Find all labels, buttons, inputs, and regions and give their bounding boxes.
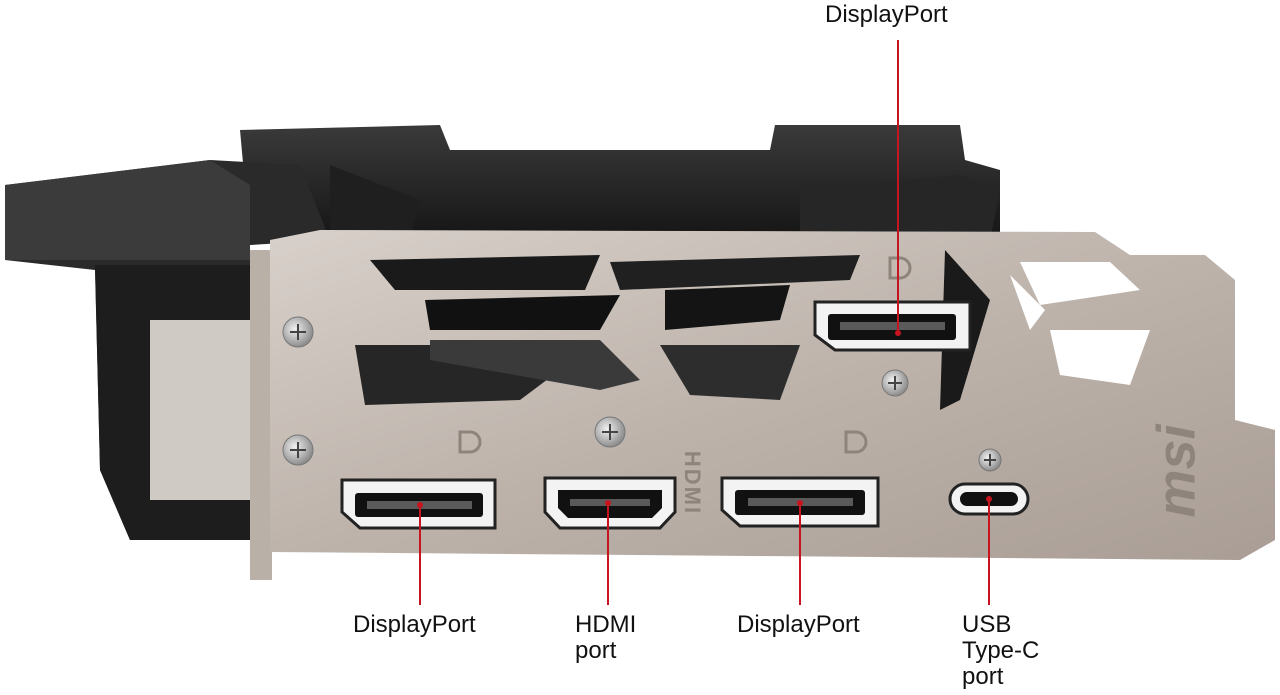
leader-mid-displayport xyxy=(799,503,801,605)
screw-icon xyxy=(282,434,314,466)
label-left-displayport: DisplayPort xyxy=(353,611,476,638)
leader-dot xyxy=(986,496,992,502)
label-top-displayport: DisplayPort xyxy=(825,1,948,28)
screw-icon xyxy=(594,416,626,448)
leader-dot xyxy=(605,500,611,506)
displayport-top-connector xyxy=(813,300,972,352)
io-bracket xyxy=(250,230,1275,580)
screw-icon xyxy=(978,448,1002,472)
label-usb-c-port: USB Type-C port xyxy=(962,611,1040,690)
label-mid-displayport: DisplayPort xyxy=(737,611,860,638)
leader-usb-c xyxy=(988,499,990,605)
screw-icon xyxy=(282,316,314,348)
leader-dot xyxy=(797,500,803,506)
leader-hdmi xyxy=(607,503,609,605)
cooler-shroud xyxy=(5,125,1000,540)
leader-top-displayport xyxy=(897,40,899,335)
leader-dot xyxy=(895,330,901,336)
msi-brand-marking: msi xyxy=(1146,424,1207,518)
displayport-logo-icon xyxy=(458,256,912,454)
hdmi-marking: HDMI xyxy=(680,450,706,516)
label-hdmi-port: HDMI port xyxy=(575,611,637,664)
screw-icon xyxy=(881,369,909,397)
leader-dot xyxy=(417,502,423,508)
leader-left-displayport xyxy=(419,505,421,605)
